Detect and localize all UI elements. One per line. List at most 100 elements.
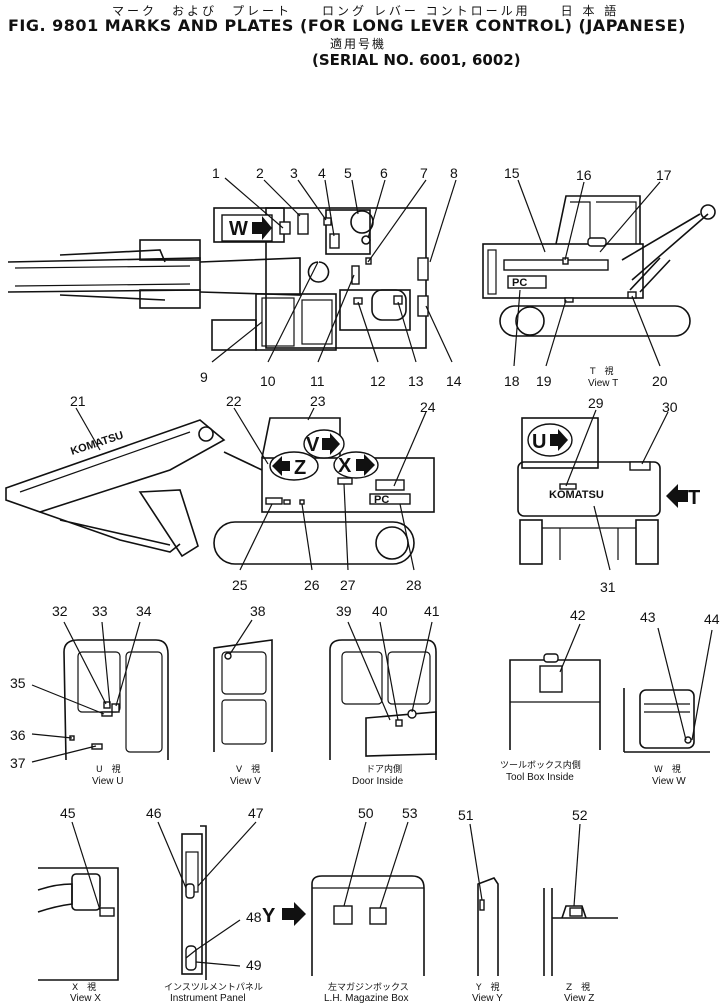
view-w-leaders	[657, 627, 713, 741]
callout-37: 37	[10, 755, 26, 771]
callout-10: 10	[260, 373, 276, 389]
japanese-serial-label: 適用号機	[330, 37, 387, 51]
magazine-box-jp-caption: 左マガジンボックス	[328, 981, 409, 993]
callout-39: 39	[336, 603, 352, 619]
door-inside-drawing	[329, 639, 437, 760]
callout-27: 27	[340, 577, 356, 593]
callout-52: 52	[572, 807, 588, 823]
view-z-drawing	[543, 888, 618, 976]
callout-8: 8	[450, 165, 458, 181]
magazine-box-leaders	[343, 821, 409, 909]
view-marker-v: V	[306, 434, 320, 456]
callout-17: 17	[656, 167, 672, 183]
callout-15: 15	[504, 165, 520, 181]
view-t-caption: View T	[588, 378, 618, 389]
view-w-caption: View W	[652, 776, 686, 787]
callout-53: 53	[402, 805, 418, 821]
instrument-panel-jp-caption: インスツルメントパネル	[164, 982, 263, 993]
callout-33: 33	[92, 603, 108, 619]
callout-22: 22	[226, 393, 242, 409]
callout-6: 6	[380, 165, 388, 181]
instrument-panel-drawing	[181, 825, 207, 980]
callout-50: 50	[358, 805, 374, 821]
view-x-jp-caption: X 視	[72, 981, 96, 993]
callout-45: 45	[60, 805, 76, 821]
rear-view-leaders	[565, 409, 669, 571]
callout-19: 19	[536, 373, 552, 389]
view-x-drawing	[37, 867, 119, 981]
callout-12: 12	[370, 373, 386, 389]
magazine-box-caption: L.H. Magazine Box	[324, 993, 409, 1004]
view-z-jp-caption: Z 視	[566, 981, 590, 993]
magazine-box-drawing: Y	[262, 875, 425, 976]
view-z-caption: View Z	[564, 993, 594, 1004]
view-marker-u: U	[532, 431, 546, 453]
callout-16: 16	[576, 167, 592, 183]
door-inside-caption: Door Inside	[352, 776, 404, 787]
callout-11: 11	[310, 373, 325, 389]
callout-9: 9	[200, 369, 208, 385]
callout-46: 46	[146, 805, 162, 821]
callout-29: 29	[588, 395, 604, 411]
callout-48: 48	[246, 909, 262, 925]
callout-4: 4	[318, 165, 326, 181]
side-view-drawing: PC	[482, 195, 716, 337]
view-marker-z: Z	[294, 457, 306, 479]
view-v-leader	[229, 619, 253, 655]
view-u-drawing	[63, 639, 169, 761]
view-v-jp-caption: V 視	[236, 763, 260, 775]
door-inside-jp-caption: ドア内側	[366, 763, 402, 775]
view-x-caption: View X	[70, 993, 101, 1004]
left-view-leaders	[75, 407, 427, 571]
callout-44: 44	[704, 611, 720, 627]
instrument-panel-caption: Instrument Panel	[170, 993, 246, 1004]
toolbox-jp-caption: ツールボックス内側	[500, 759, 581, 771]
callout-1: 1	[212, 165, 220, 181]
callout-47: 47	[248, 805, 264, 821]
toolbox-leader	[559, 623, 581, 673]
view-y-leader	[469, 823, 483, 901]
callout-51: 51	[458, 807, 474, 823]
callout-7: 7	[420, 165, 428, 181]
rear-view-drawing: KOMATSU U T	[517, 417, 700, 565]
view-w-jp-caption: W 視	[654, 763, 681, 775]
callout-41: 41	[424, 603, 440, 619]
instrument-panel-leaders	[157, 821, 257, 967]
callout-20: 20	[652, 373, 668, 389]
view-w-drawing	[623, 688, 710, 753]
callout-3: 3	[290, 165, 298, 181]
callout-49: 49	[246, 957, 262, 973]
serial-numbers: (SERIAL NO. 6001, 6002)	[312, 51, 521, 69]
view-u-jp-caption: U 視	[96, 763, 121, 775]
view-v-caption: View V	[230, 776, 261, 787]
komatsu-boom-decal: KOMATSU	[69, 429, 125, 457]
callout-34: 34	[136, 603, 152, 619]
view-x-leader	[71, 821, 101, 911]
pc-plate-side: PC	[512, 277, 527, 289]
callout-38: 38	[250, 603, 266, 619]
callout-42: 42	[570, 607, 586, 623]
left-view-drawing: PC KOMATSU V Z X	[5, 417, 435, 565]
callout-2: 2	[256, 165, 264, 181]
callout-23: 23	[310, 393, 326, 409]
callout-32: 32	[52, 603, 68, 619]
view-marker-t: T	[688, 487, 700, 509]
view-v-drawing	[213, 639, 273, 752]
top-view-leaders	[211, 177, 457, 363]
toolbox-caption: Tool Box Inside	[506, 772, 574, 783]
callout-24: 24	[420, 399, 436, 415]
callout-31: 31	[600, 579, 616, 595]
view-marker-y: Y	[262, 905, 276, 927]
callout-5: 5	[344, 165, 352, 181]
callout-13: 13	[408, 373, 424, 389]
callout-21: 21	[70, 393, 86, 409]
komatsu-rear-decal: KOMATSU	[549, 489, 604, 501]
pc-plate-left: PC	[374, 494, 389, 506]
view-marker-x: X	[338, 455, 352, 477]
view-y-jp-caption: Y 視	[475, 981, 500, 993]
view-u-caption: View U	[92, 776, 124, 787]
callout-28: 28	[406, 577, 422, 593]
figure-title: FIG. 9801 MARKS AND PLATES (FOR LONG LEV…	[8, 16, 686, 35]
